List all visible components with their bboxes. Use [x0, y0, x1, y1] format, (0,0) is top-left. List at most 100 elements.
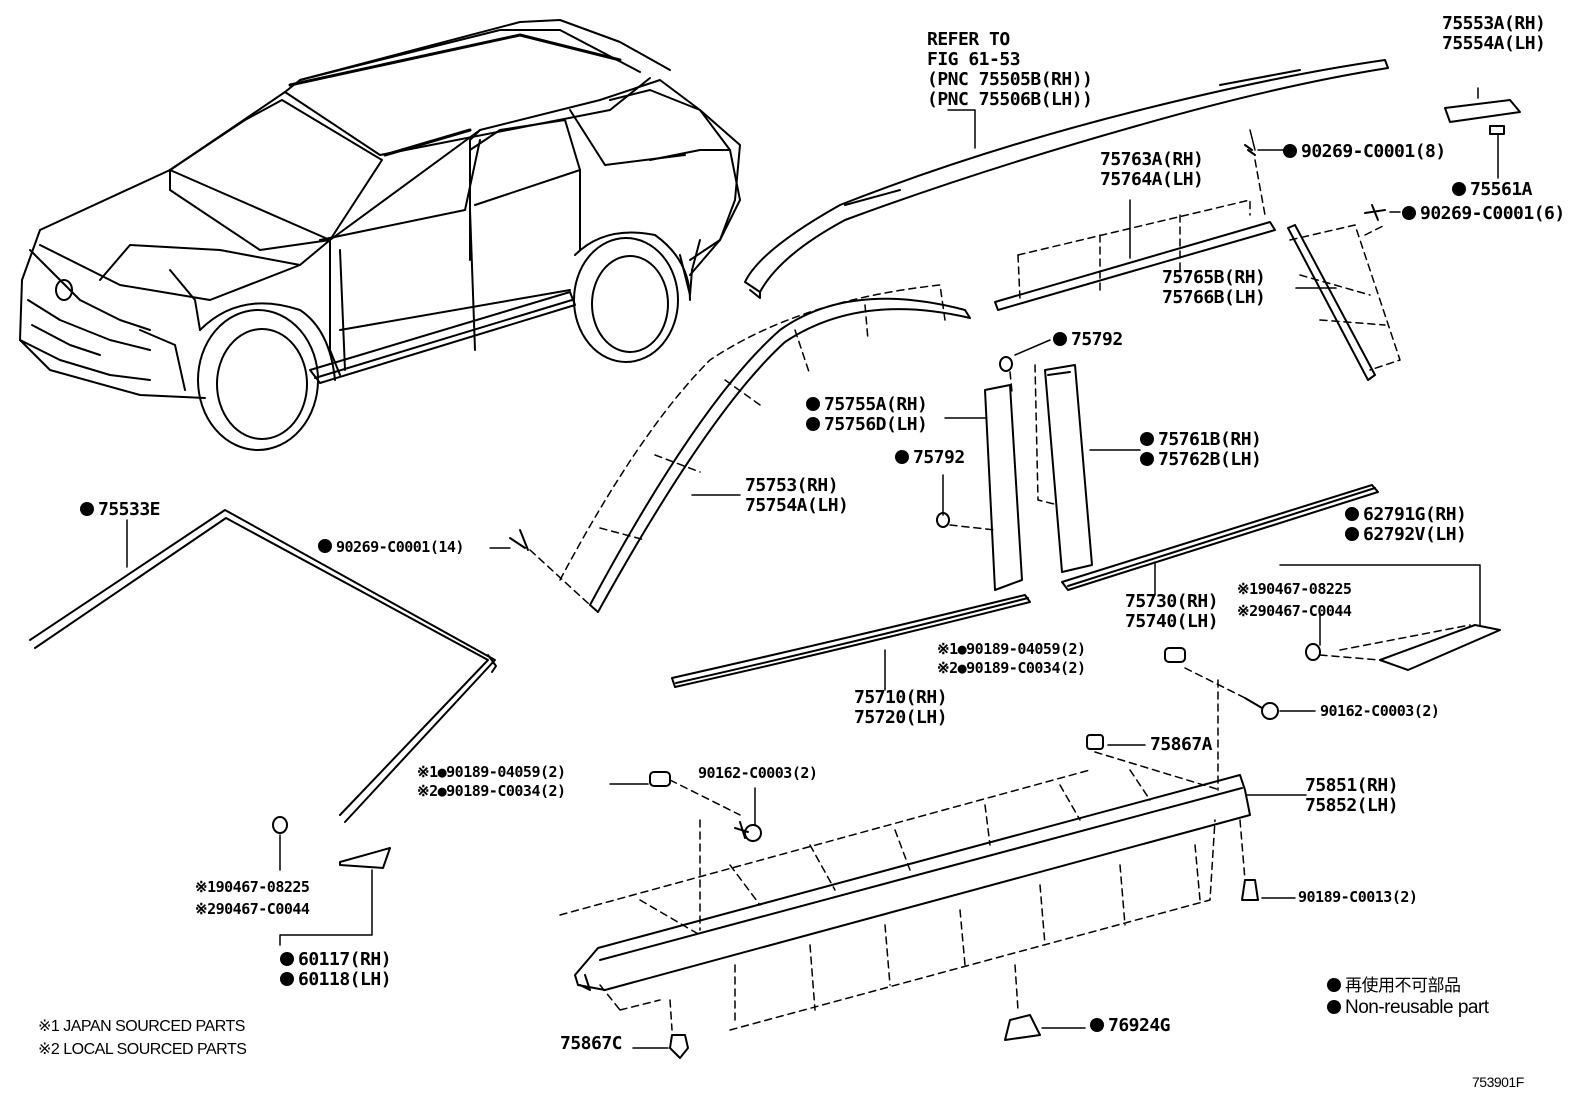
windshield-molding-75533e: [29, 509, 497, 823]
label-75753[interactable]: 75753(RH) 75754A(LH): [745, 476, 849, 516]
refer-line: REFER TO: [927, 29, 1010, 50]
rocker-molding: [574, 774, 1307, 991]
part-number: 75763A(RH): [1100, 149, 1204, 170]
part-number: 90269-C0001(14): [336, 538, 464, 556]
refer-line: (PNC 75505B(RH)): [927, 69, 1093, 90]
label-75561a[interactable]: 75561A: [1452, 180, 1533, 200]
part-number: 75766B(LH): [1162, 287, 1266, 308]
label-clip-6[interactable]: 90269-C0001(6): [1402, 204, 1565, 224]
label-75765b[interactable]: 75765B(RH) 75766B(LH): [1162, 267, 1266, 308]
part-number: 75533E: [98, 499, 161, 520]
part-number: 75730(RH): [1125, 591, 1219, 612]
label-60117[interactable]: 60117(RH) 60118(LH): [280, 949, 392, 990]
non-reusable-dot: [895, 450, 909, 464]
non-reusable-dot: [1345, 507, 1359, 521]
part-number: 75867A: [1150, 734, 1213, 755]
part-number: 75761B(RH): [1158, 429, 1262, 450]
part-number: 75851(RH): [1305, 775, 1399, 796]
label-clip-8[interactable]: 90269-C0001(8): [1283, 142, 1446, 162]
part-number: ※190467-08225: [195, 878, 310, 896]
part-number: 90162-C0003(2): [1320, 702, 1440, 720]
part-number: 75764A(LH): [1100, 169, 1204, 190]
part-number: 75754A(LH): [745, 495, 849, 516]
rail-end-cap: [1444, 87, 1521, 179]
part-number: 75740(LH): [1125, 611, 1219, 632]
label-75553a[interactable]: 75553A(RH) 75554A(LH): [1442, 14, 1546, 54]
part-number: 75720(LH): [854, 707, 948, 728]
refer-note: REFER TO FIG 61-53 (PNC 75505B(RH)) (PNC…: [927, 29, 1093, 110]
label-75792-mid[interactable]: 75792: [895, 448, 965, 468]
part-number: 75852(LH): [1305, 795, 1399, 816]
hardware-right: [1086, 647, 1316, 901]
label-tape-left[interactable]: ※190467-08225 ※290467-C0044: [195, 878, 310, 919]
non-reusable-dot: [1283, 144, 1297, 158]
part-number: 62791G(RH): [1363, 504, 1467, 525]
part-number: ※2●90189-C0034(2): [937, 659, 1086, 677]
non-reusable-dot: [1452, 182, 1466, 196]
non-reusable-dot: [1053, 332, 1067, 346]
non-reusable-dot: [80, 502, 94, 516]
non-reusable-dot: [280, 952, 294, 966]
figure-id: 753901F: [1472, 1074, 1524, 1090]
non-reusable-dot: [1090, 1018, 1104, 1032]
part-number: ※2●90189-C0034(2): [417, 782, 566, 800]
part-number: 75762B(LH): [1158, 449, 1262, 470]
non-reusable-dot: [806, 397, 820, 411]
clips: [489, 144, 1401, 551]
non-reusable-dot: [1327, 978, 1341, 992]
label-75710[interactable]: 75710(RH) 75720(LH): [854, 687, 948, 728]
label-75763a[interactable]: 75763A(RH) 75764A(LH): [1100, 149, 1204, 190]
legend: 再使用不可部品 Non-reusable part: [1327, 976, 1489, 1018]
label-75851[interactable]: 75851(RH) 75852(LH): [1305, 775, 1399, 816]
label-75730[interactable]: 75730(RH) 75740(LH): [1125, 591, 1219, 632]
note-local: ※2 LOCAL SOURCED PARTS: [38, 1041, 247, 1058]
label-clip-a-left[interactable]: ※1●90189-04059(2) ※2●90189-C0034(2): [417, 763, 566, 801]
label-clip-a-right[interactable]: ※1●90189-04059(2) ※2●90189-C0034(2): [937, 640, 1086, 678]
part-number: ※190467-08225: [1237, 580, 1352, 598]
part-number: 62792V(LH): [1363, 524, 1467, 545]
part-number: 90269-C0001(6): [1420, 203, 1565, 224]
part-number: 60117(RH): [298, 949, 392, 970]
part-number: 75710(RH): [854, 687, 948, 708]
non-reusable-dot: [1140, 452, 1154, 466]
label-75755a[interactable]: 75755A(RH) 75756D(LH): [806, 394, 928, 435]
part-number: ※290467-C0044: [195, 900, 310, 918]
non-reusable-dot: [806, 417, 820, 431]
label-screw-left[interactable]: 90162-C0003(2): [698, 764, 818, 783]
legend-text-jp: 再使用不可部品: [1345, 976, 1461, 996]
part-number: 75755A(RH): [824, 394, 928, 415]
non-reusable-dot: [1345, 527, 1359, 541]
part-number: ※290467-C0044: [1237, 602, 1352, 620]
note-japan: ※1 JAPAN SOURCED PARTS: [38, 1018, 245, 1035]
label-75533e[interactable]: 75533E: [80, 499, 161, 520]
label-76924g[interactable]: 76924G: [1090, 1016, 1171, 1036]
belt-moldings: [671, 484, 1379, 691]
part-number: 75554A(LH): [1442, 33, 1546, 54]
label-75792-top[interactable]: 75792: [1053, 330, 1123, 350]
rear-pillar-molding: [1287, 224, 1376, 381]
non-reusable-dot: [280, 972, 294, 986]
hardware-bottom: [609, 771, 1086, 1059]
part-number: 75756D(LH): [824, 414, 928, 435]
label-tape-right[interactable]: ※190467-08225 ※290467-C0044: [1237, 580, 1352, 621]
label-screw-right[interactable]: 90162-C0003(2): [1320, 702, 1440, 721]
label-75761b[interactable]: 75761B(RH) 75762B(LH): [1140, 429, 1262, 470]
label-75867a[interactable]: 75867A: [1150, 734, 1213, 755]
label-75867c[interactable]: 75867C: [560, 1034, 623, 1054]
part-number: 90162-C0003(2): [698, 764, 818, 782]
label-62791g[interactable]: 62791G(RH) 62792V(LH): [1345, 504, 1467, 545]
part-number: 90189-C0013(2): [1298, 888, 1418, 906]
refer-line: FIG 61-53: [927, 49, 1021, 70]
label-clip-13[interactable]: 90189-C0013(2): [1298, 888, 1418, 907]
door-tape-right: [1279, 564, 1501, 671]
label-clip-14[interactable]: 90269-C0001(14): [318, 538, 464, 557]
part-number: 60118(LH): [298, 969, 392, 990]
sourcing-notes: ※1 JAPAN SOURCED PARTS ※2 LOCAL SOURCED …: [38, 1015, 247, 1061]
vehicle-illustration: [19, 19, 741, 451]
non-reusable-dot: [1327, 1000, 1341, 1014]
non-reusable-dot: [1402, 206, 1416, 220]
part-number: ※1●90189-04059(2): [417, 763, 566, 781]
part-number: 75765B(RH): [1162, 267, 1266, 288]
